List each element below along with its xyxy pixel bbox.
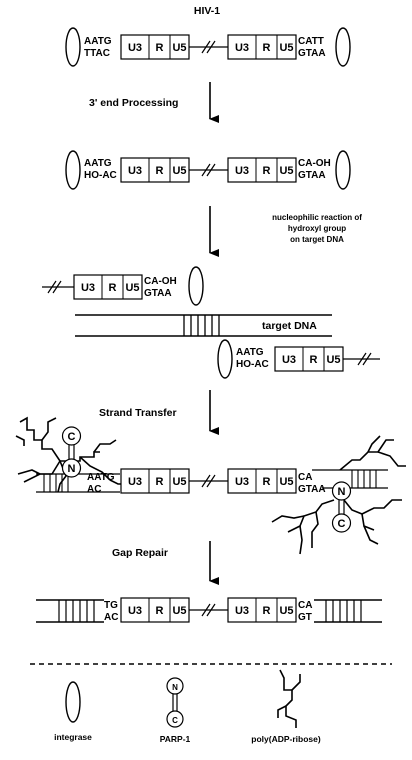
s4-right-bottom: GTAA (298, 484, 326, 495)
r: R (263, 476, 271, 488)
target-dna-label: target DNA (262, 320, 317, 332)
r: R (156, 605, 164, 617)
s5-right-bottom: GT (298, 612, 312, 623)
u5: U5 (172, 42, 186, 54)
s3-right-bottom: GTAA (144, 288, 172, 299)
s2-right-bottom: GTAA (298, 170, 326, 181)
u3: U3 (128, 605, 142, 617)
parp-c: C (68, 431, 76, 443)
u3: U3 (81, 282, 95, 294)
title: HIV-1 (194, 5, 220, 17)
s5-left-top: TG (104, 600, 118, 611)
integrase-right (335, 150, 351, 190)
s4-right-top: CA (298, 472, 312, 483)
u3: U3 (235, 605, 249, 617)
ltr-right (227, 34, 297, 60)
integrase (188, 266, 204, 306)
legend-par-label: poly(ADP-ribose) (251, 734, 321, 744)
r: R (263, 605, 271, 617)
s2-left-bottom: HO-AC (84, 170, 117, 181)
r: R (156, 42, 164, 54)
step-nucleophilic-3: on target DNA (290, 235, 344, 244)
ltr-left (120, 34, 190, 60)
u5: U5 (326, 354, 340, 366)
u3: U3 (128, 476, 142, 488)
s2-right-top: CA-OH (298, 158, 331, 169)
u3: U3 (128, 165, 142, 177)
s3-left-bottom: HO-AC (236, 359, 269, 370)
u5: U5 (172, 165, 186, 177)
r: R (156, 165, 164, 177)
step-nucleophilic-1: nucleophilic reaction of (272, 213, 362, 222)
parp1-c-domain (331, 513, 352, 533)
legend-parp-n (166, 677, 184, 695)
legend: integrase N C PARP-1 poly(ADP-ribose) (54, 669, 321, 744)
integrase-left (65, 27, 81, 67)
s5-right-top: CA (298, 600, 312, 611)
legend-parp1-label: PARP-1 (160, 734, 191, 744)
stage-1-viral-dna: AATG TTAC U3 R U5 U3 R U5 CATT GTAA (65, 27, 351, 67)
legend-parp-c (166, 710, 184, 728)
r: R (109, 282, 117, 294)
step-processing: 3' end Processing (89, 97, 178, 109)
s4-left-top: AATG (87, 472, 115, 483)
integrase-right (335, 27, 351, 67)
u5: U5 (279, 165, 293, 177)
poly-adp-ribose (19, 416, 61, 462)
integrase (217, 339, 233, 379)
stage-3-nucleophilic: U3 R U5 CA-OH GTAA target DNA AATG HO-AC… (42, 266, 380, 379)
s1-right-bottom: GTAA (298, 48, 326, 59)
u5: U5 (172, 605, 186, 617)
legend-parp-c-text: C (172, 716, 178, 725)
s1-left-bottom: TTAC (84, 48, 110, 59)
u5: U5 (279, 42, 293, 54)
integrase-left (65, 150, 81, 190)
parp1-n-domain (331, 481, 352, 501)
stage-2-processed: AATG HO-AC U3 R U5 U3 R U5 CA-OH GTAA (65, 150, 351, 190)
stage-4-strand-transfer: C N AATG AC U3 R U5 U3 R U5 CA GTAA (15, 416, 406, 555)
parp-n: N (338, 486, 346, 498)
r: R (263, 165, 271, 177)
s1-right-top: CATT (298, 36, 324, 47)
s3-left-top: AATG (236, 347, 264, 358)
s3-right-top: CA-OH (144, 276, 177, 287)
u5: U5 (125, 282, 139, 294)
r: R (156, 476, 164, 488)
u5: U5 (279, 476, 293, 488)
parp-c: C (338, 518, 346, 530)
legend-par-symbol (279, 669, 297, 728)
u5: U5 (172, 476, 186, 488)
s1-left-top: AATG (84, 36, 112, 47)
u5: U5 (279, 605, 293, 617)
parp-n: N (68, 463, 76, 475)
s5-left-bottom: AC (104, 612, 118, 623)
u3: U3 (235, 476, 249, 488)
s2-left-top: AATG (84, 158, 112, 169)
u3: U3 (128, 42, 142, 54)
stage-5-gap-repair: TG AC U3 R U5 U3 R U5 CA GT (36, 597, 382, 623)
parp1-c-domain (61, 426, 82, 446)
step-strand-transfer: Strand Transfer (99, 407, 177, 419)
step-nucleophilic-2: hydroxyl group (288, 224, 346, 233)
u3: U3 (282, 354, 296, 366)
legend-integrase-symbol (65, 681, 81, 723)
u3: U3 (235, 42, 249, 54)
legend-parp-n-text: N (172, 683, 178, 692)
s4-left-bottom: AC (87, 484, 101, 495)
u3: U3 (235, 165, 249, 177)
r: R (310, 354, 318, 366)
legend-integrase-label: integrase (54, 732, 92, 742)
step-gap-repair: Gap Repair (112, 547, 168, 559)
r: R (263, 42, 271, 54)
parp1-n-domain (61, 458, 82, 478)
